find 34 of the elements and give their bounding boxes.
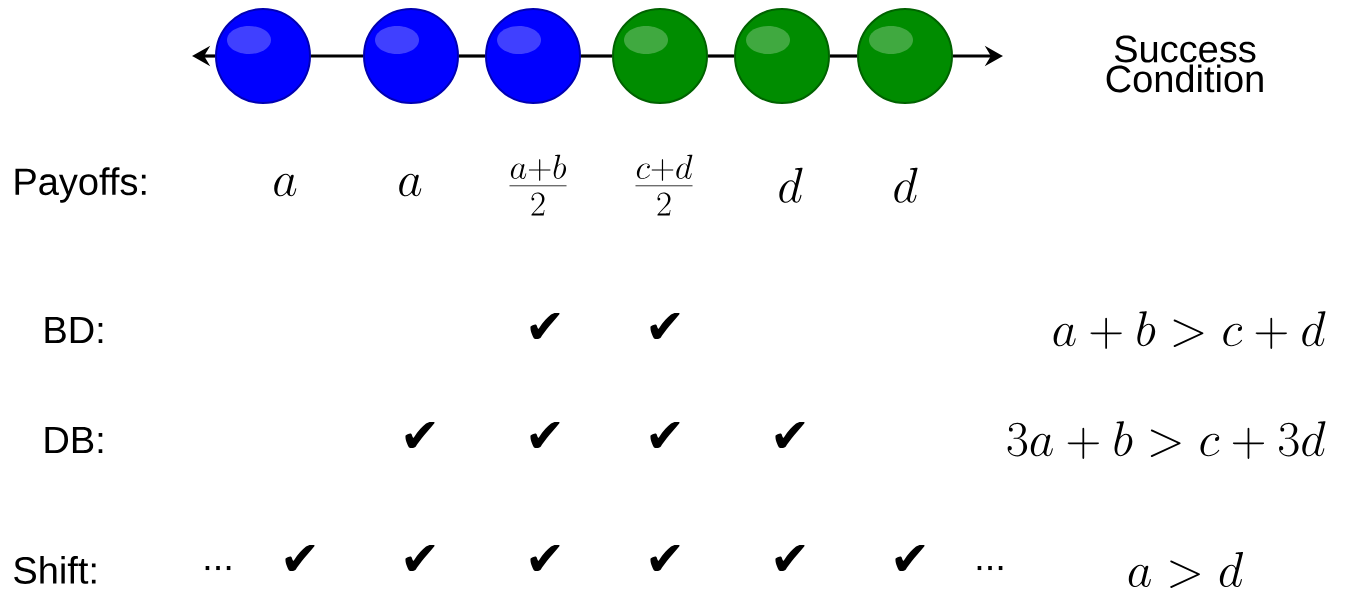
condition-formula: $a>d$	[1128, 552, 1244, 588]
check-mark: ✔	[650, 544, 680, 571]
check-mark: ✔	[775, 421, 805, 448]
row-label: Payoffs:	[15, 167, 146, 203]
row-label: Shift:	[14, 556, 96, 584]
check-mark: ✔	[650, 421, 680, 448]
check-mark: ✔	[530, 312, 560, 339]
payoff-formula: $\frac{c+d}{2}$	[635, 154, 693, 216]
sphere	[215, 8, 311, 104]
ellipsis: ...	[205, 566, 231, 571]
sphere	[485, 8, 581, 104]
ellipsis: ...	[977, 566, 1003, 571]
column-heading: Success Condition	[1106, 35, 1263, 93]
check-mark: ✔	[530, 421, 560, 448]
check-mark: ✔	[405, 544, 435, 571]
check-mark: ✔	[650, 312, 680, 339]
payoff-formula: $a$	[274, 173, 297, 197]
sphere	[734, 8, 830, 104]
sphere	[363, 8, 459, 104]
check-mark: ✔	[285, 544, 315, 571]
payoff-formula: $d$	[779, 167, 803, 203]
sphere	[857, 8, 953, 104]
check-mark: ✔	[775, 544, 805, 571]
check-mark: ✔	[405, 421, 435, 448]
payoff-formula: $\frac{a+b}{2}$	[509, 154, 567, 216]
sphere	[612, 8, 708, 104]
check-mark: ✔	[895, 544, 925, 571]
payoff-formula: $d$	[894, 167, 918, 203]
row-label: BD:	[45, 316, 103, 344]
row-label: DB:	[45, 426, 103, 454]
payoff-formula: $a$	[399, 173, 422, 197]
condition-formula: $3a+b>c+3d$	[1007, 421, 1326, 459]
condition-formula: $a+b>c+d$	[1053, 311, 1326, 349]
check-mark: ✔	[530, 544, 560, 571]
